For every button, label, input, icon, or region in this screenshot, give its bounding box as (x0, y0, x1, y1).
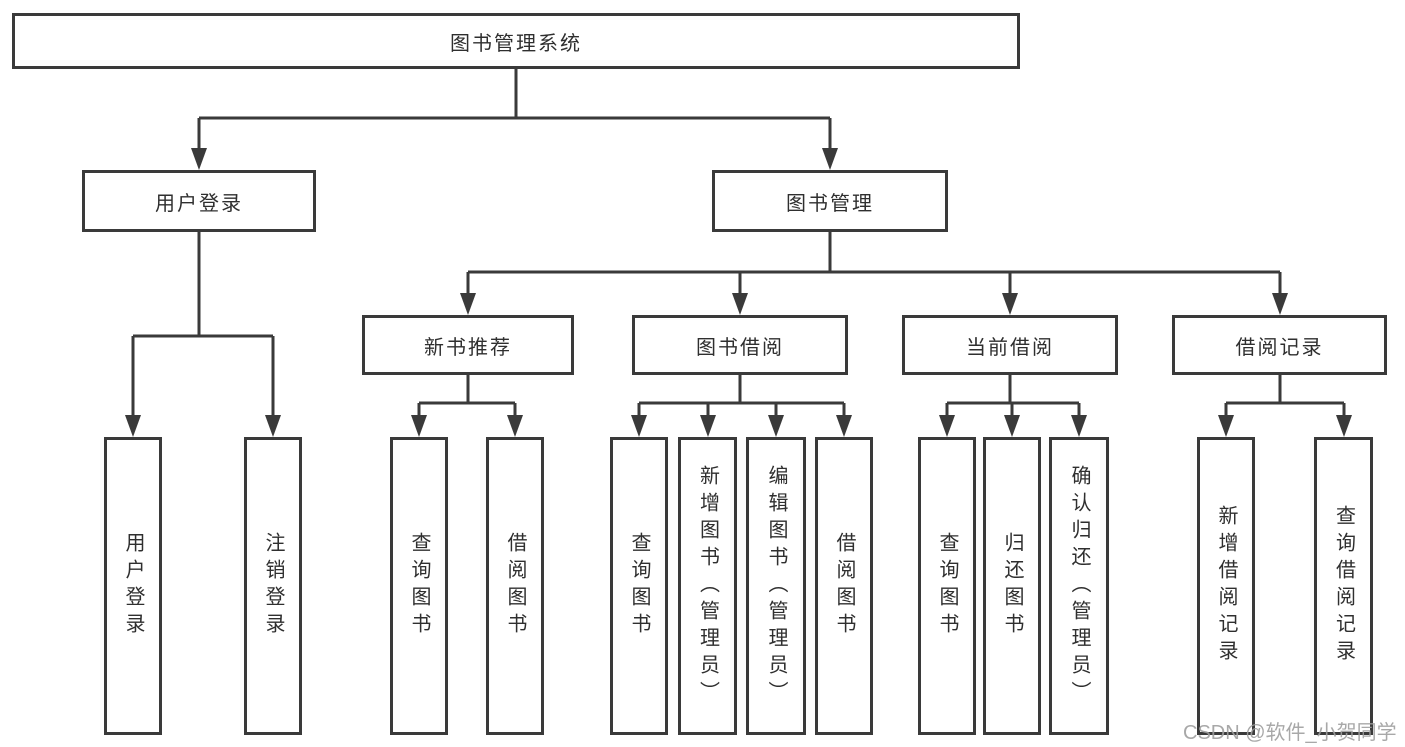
leaf-current-query-label: 查询图书 (936, 532, 958, 640)
node-new-book-recommend: 新书推荐 (362, 315, 574, 375)
node-book-borrow-label: 图书借阅 (696, 336, 784, 359)
node-current-borrow-label: 当前借阅 (966, 336, 1054, 359)
csdn-watermark: CSDN @软件_小贺同学 (1183, 722, 1397, 744)
leaf-borrow-add-admin: 新增图书（管理员） (678, 437, 737, 735)
leaf-newbook-borrow-label: 借阅图书 (504, 532, 526, 640)
leaf-logout-label: 注销登录 (262, 532, 284, 640)
leaf-current-confirm-return-admin: 确认归还（管理员） (1049, 437, 1109, 735)
node-new-book-recommend-label: 新书推荐 (424, 336, 512, 359)
leaf-records-add-label: 新增借阅记录 (1215, 505, 1237, 667)
leaf-records-query: 查询借阅记录 (1314, 437, 1373, 735)
node-root-label: 图书管理系统 (450, 32, 582, 55)
node-user-login: 用户登录 (82, 170, 316, 232)
leaf-current-return: 归还图书 (983, 437, 1041, 735)
leaf-borrow-query-label: 查询图书 (628, 532, 650, 640)
node-book-management-label: 图书管理 (786, 192, 874, 215)
leaf-borrow-edit-admin-label: 编辑图书（管理员） (765, 464, 787, 708)
leaf-records-query-label: 查询借阅记录 (1332, 505, 1355, 667)
leaf-current-return-label: 归还图书 (1001, 532, 1023, 640)
leaf-newbook-query-label: 查询图书 (408, 532, 430, 640)
node-book-borrow: 图书借阅 (632, 315, 848, 375)
node-user-login-label: 用户登录 (155, 192, 243, 215)
leaf-newbook-query: 查询图书 (390, 437, 448, 735)
node-current-borrow: 当前借阅 (902, 315, 1118, 375)
node-borrow-records: 借阅记录 (1172, 315, 1387, 375)
node-root: 图书管理系统 (12, 13, 1020, 69)
leaf-borrow-borrow-label: 借阅图书 (833, 532, 855, 640)
node-book-management: 图书管理 (712, 170, 948, 232)
leaf-current-confirm-return-admin-label: 确认归还（管理员） (1068, 464, 1090, 708)
leaf-borrow-borrow: 借阅图书 (815, 437, 873, 735)
leaf-borrow-add-admin-label: 新增图书（管理员） (696, 464, 719, 708)
leaf-logout: 注销登录 (244, 437, 302, 735)
leaf-newbook-borrow: 借阅图书 (486, 437, 544, 735)
leaf-user-login-label: 用户登录 (122, 532, 144, 640)
node-borrow-records-label: 借阅记录 (1235, 336, 1324, 359)
leaf-borrow-edit-admin: 编辑图书（管理员） (746, 437, 806, 735)
leaf-user-login: 用户登录 (104, 437, 162, 735)
leaf-borrow-query: 查询图书 (610, 437, 668, 735)
leaf-current-query: 查询图书 (918, 437, 976, 735)
leaf-records-add: 新增借阅记录 (1197, 437, 1255, 735)
arrowheads (125, 148, 1352, 437)
